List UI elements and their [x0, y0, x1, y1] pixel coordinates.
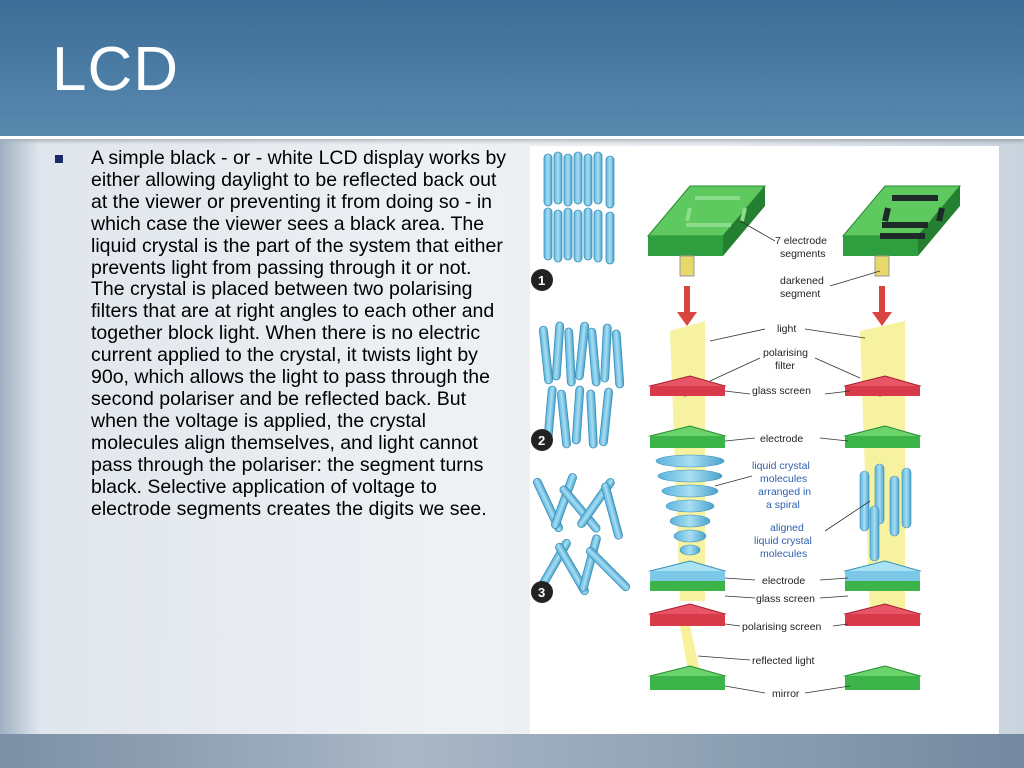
bottom-band — [0, 734, 1024, 768]
label-light: light — [777, 323, 796, 335]
label-spiral-1: liquid crystal — [752, 460, 810, 472]
label-glass-screen-top: glass screen — [752, 385, 811, 397]
label-polarising-filter-1: polarising — [763, 347, 808, 359]
lcd-diagram: 1 2 3 — [530, 146, 999, 734]
label-reflected-light: reflected light — [752, 655, 815, 667]
bullet-marker — [55, 155, 63, 163]
lcd-diagram-svg: 1 2 3 — [531, 151, 962, 700]
left-edge-shade — [0, 139, 40, 739]
molecules-group-2 — [538, 321, 625, 449]
paragraph-1: A simple black - or - white LCD display … — [91, 147, 507, 279]
molecules-group-1 — [543, 151, 615, 265]
step-3-number: 3 — [538, 585, 545, 600]
label-electrode-segments-1: 7 electrode — [775, 235, 827, 247]
label-mirror: mirror — [772, 688, 800, 700]
right-column — [841, 185, 962, 690]
label-darkened-2: segment — [780, 288, 820, 300]
label-aligned-3: molecules — [760, 548, 807, 560]
left-column — [646, 185, 767, 690]
title-bar: LCD — [0, 0, 1024, 139]
label-spiral-2: molecules — [760, 473, 807, 485]
label-aligned-1: aligned — [770, 522, 804, 534]
label-polarising-filter-2: filter — [775, 360, 795, 372]
paragraph-2: The crystal is placed between two polari… — [91, 278, 495, 520]
label-spiral-3: arranged in — [758, 486, 811, 498]
step-2-number: 2 — [538, 433, 545, 448]
leader-lines — [697, 220, 881, 694]
label-darkened-1: darkened — [780, 275, 824, 287]
step-2-badge — [531, 429, 553, 451]
step-3-badge — [531, 581, 553, 603]
label-electrode-segments-2: segments — [780, 248, 826, 260]
slide-title: LCD — [52, 35, 180, 104]
label-spiral-4: a spiral — [766, 499, 800, 511]
label-glass-screen-bottom: glass screen — [756, 593, 815, 605]
label-electrode-bottom: electrode — [762, 575, 805, 587]
label-electrode-top: electrode — [760, 433, 803, 445]
label-polarising-screen: polarising screen — [742, 621, 822, 633]
step-1-number: 1 — [538, 273, 545, 288]
molecules-group-3 — [533, 473, 631, 596]
step-1-badge — [531, 269, 553, 291]
label-aligned-2: liquid crystal — [754, 535, 812, 547]
body-text: A simple black - or - white LCD display … — [91, 147, 516, 520]
